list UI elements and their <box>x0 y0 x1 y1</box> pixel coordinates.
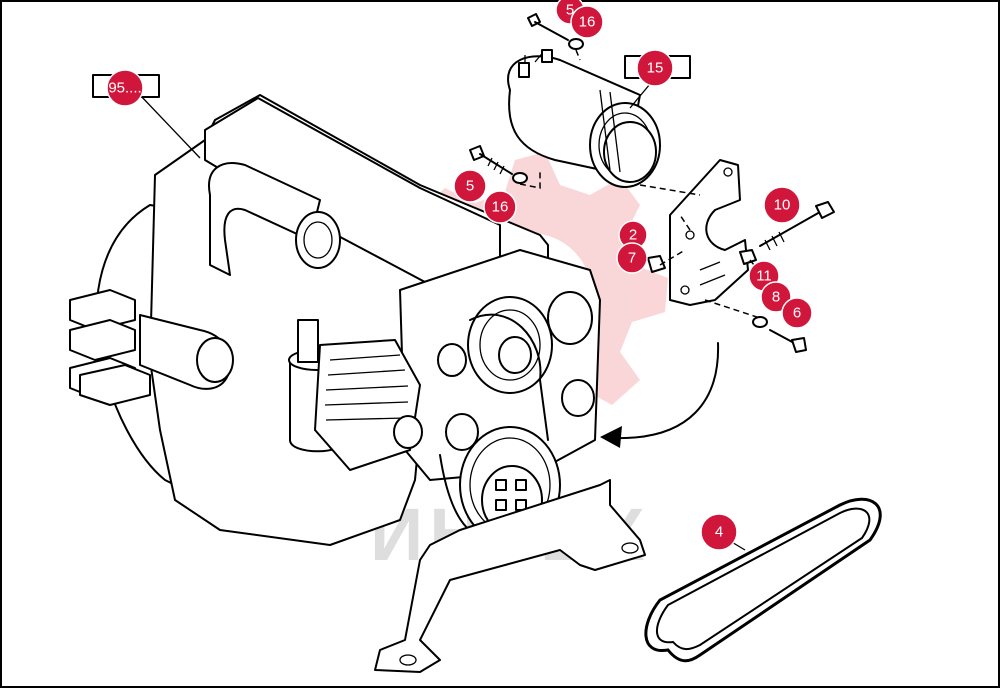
callout-5-mid-label: 5 <box>466 178 474 195</box>
callout-5-mid[interactable]: 5 <box>453 169 487 203</box>
callout-95-badge[interactable] <box>106 69 144 107</box>
callout-15-label: 15 <box>647 60 664 77</box>
callout-11-label: 11 <box>756 268 772 285</box>
callout-16-mid-label: 16 <box>492 199 509 216</box>
callout-16-mid-badge[interactable] <box>483 190 517 224</box>
callout-7-badge[interactable] <box>616 242 648 274</box>
callout-2-label: 2 <box>629 227 637 244</box>
callout-16-top-label: 16 <box>579 14 596 31</box>
callout-95-label: 95.... <box>108 80 141 97</box>
drive-belt <box>644 497 882 663</box>
callout-6-label: 6 <box>793 305 801 322</box>
callout-15[interactable]: 15 <box>636 49 674 87</box>
compressor <box>507 49 661 188</box>
callout-8[interactable]: 8 <box>760 281 792 313</box>
fasteners <box>469 13 835 353</box>
pulley-bolts <box>495 479 527 511</box>
callout-95[interactable]: 95.... <box>106 69 144 107</box>
callout-10[interactable]: 10 <box>763 186 801 224</box>
callout-7[interactable]: 7 <box>616 242 648 274</box>
engine-assembly <box>69 94 646 673</box>
callout-4[interactable]: 4 <box>700 513 738 551</box>
callout-15-badge[interactable] <box>636 49 674 87</box>
callout-10-badge[interactable] <box>763 186 801 224</box>
callout-8-badge[interactable] <box>760 281 792 313</box>
callout-6-badge[interactable] <box>781 297 813 329</box>
arrow-head <box>600 426 622 448</box>
callout-5-mid-badge[interactable] <box>453 169 487 203</box>
assembly-arrow <box>614 342 720 440</box>
compressor-bracket <box>669 159 749 306</box>
callout-16-top-badge[interactable] <box>570 5 604 39</box>
callout-5-top-label: 5 <box>566 2 574 19</box>
callout-10-label: 10 <box>774 197 791 214</box>
callout-4-label: 4 <box>715 524 723 541</box>
callout-6[interactable]: 6 <box>781 297 813 329</box>
callout-7-label: 7 <box>628 250 636 267</box>
callout-16-top[interactable]: 16 <box>570 5 604 39</box>
callout-4-badge[interactable] <box>700 513 738 551</box>
callout-16-mid[interactable]: 16 <box>483 190 517 224</box>
callout-8-label: 8 <box>772 289 780 306</box>
